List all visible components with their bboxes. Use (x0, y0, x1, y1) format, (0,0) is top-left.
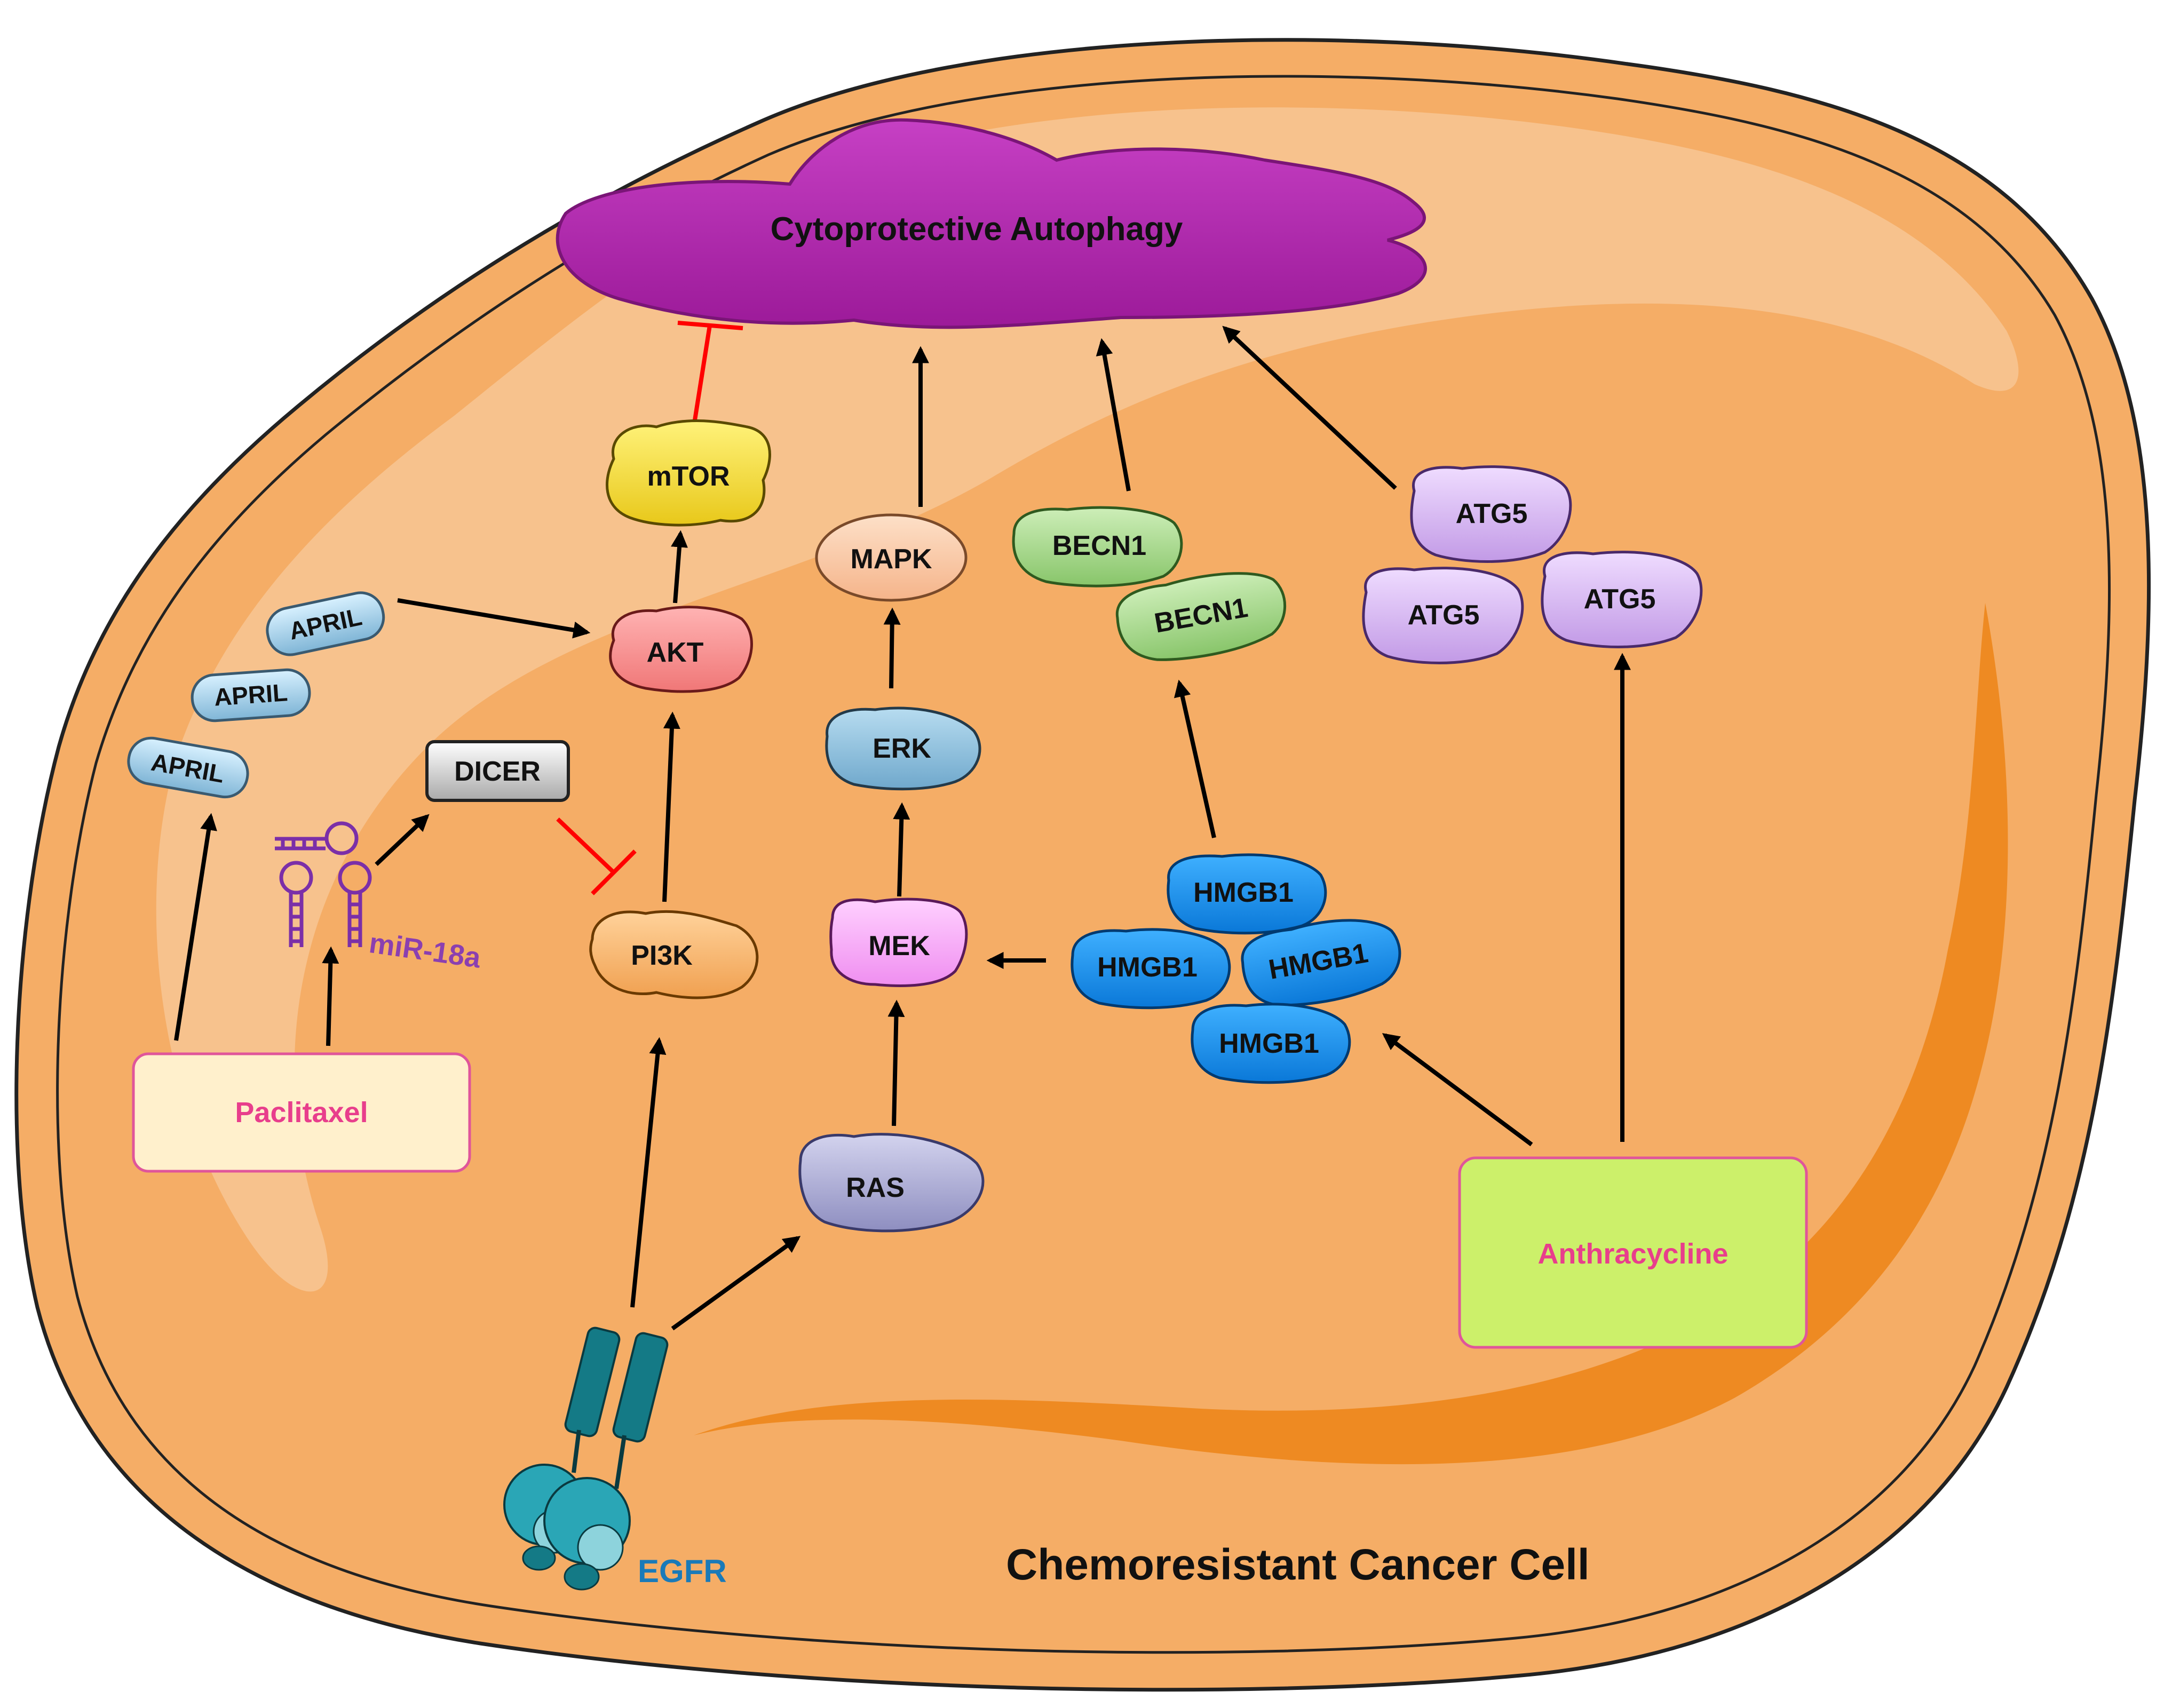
becn1-label: BECN1 (1052, 530, 1146, 561)
node-mtor: mTOR (606, 419, 771, 527)
arrow-becn1-autophagy (1096, 338, 1131, 491)
arrow-mirna-dicer (375, 814, 430, 866)
hairpin-2 (279, 861, 313, 947)
april-label: APRIL (213, 678, 288, 711)
hmgb1-label: HMGB1 (1193, 877, 1294, 908)
paclitaxel-rect (132, 1052, 471, 1173)
pi3k-label: PI3K (631, 940, 693, 971)
node-becn1-2: BECN1 (1115, 572, 1287, 661)
erk-label: ERK (873, 733, 931, 764)
atg5-label: ATG5 (1408, 600, 1480, 631)
autophagy-node: Cytoprotective Autophagy (556, 118, 1427, 329)
arrow-april-akt (397, 598, 591, 639)
hmgb1-label: HMGB1 (1219, 1028, 1319, 1059)
arrow-atg5-autophagy (1222, 325, 1397, 490)
arrow-ras-mek (887, 999, 905, 1126)
node-hmgb1-4: HMGB1 (1191, 1003, 1351, 1084)
arrow-egfr-ras (671, 1236, 801, 1331)
arrow-mek-erk (893, 802, 910, 897)
node-hmgb1-2: HMGB1 (1071, 928, 1231, 1010)
mapk-label: MAPK (850, 544, 932, 575)
arrow-paclitaxel-mirna (322, 946, 339, 1046)
akt-shape (609, 606, 753, 693)
inhibitions (556, 321, 743, 895)
node-hmgb1-3: HMGB1 (1241, 919, 1401, 1007)
node-dicer: DICER (425, 740, 570, 802)
becn1-shape (1012, 506, 1183, 587)
node-mek: MEK (829, 897, 968, 987)
cell-title: Chemoresistant Cancer Cell (1006, 1540, 1590, 1589)
ras-label: RAS (846, 1172, 905, 1203)
egfr-receptor-icon (503, 1326, 669, 1591)
hmgb1-shape (1071, 928, 1231, 1010)
mapk-shape (815, 513, 968, 602)
node-mapk: MAPK (815, 513, 968, 602)
node-ras: RAS (798, 1133, 985, 1233)
arrow-paclitaxel-april (174, 813, 217, 1041)
atg5-label: ATG5 (1456, 498, 1528, 529)
node-becn1-1: BECN1 (1012, 506, 1183, 587)
arrow-egfr-pi3k (630, 1037, 667, 1308)
arrow-akt-mtor (671, 530, 688, 603)
atg5-shape (1410, 465, 1572, 563)
anthracycline-rect (1458, 1156, 1808, 1349)
cell-highlight (156, 107, 2019, 1292)
node-april-1: APRIL (266, 591, 385, 656)
dicer-label: DICER (454, 756, 541, 787)
anthracycline-box: Anthracycline (1458, 1156, 1808, 1349)
node-hmgb1-1: HMGB1 (1167, 853, 1327, 935)
node-akt: AKT (609, 606, 753, 693)
hairpin-3 (338, 861, 372, 947)
atg5-shape (1362, 567, 1524, 664)
inhibit-dicer-pi3k (556, 817, 615, 874)
node-april-2: APRIL (191, 668, 311, 722)
paclitaxel-box: Paclitaxel (132, 1052, 471, 1173)
mtor-shape (606, 419, 771, 527)
mirna-icon (275, 821, 372, 947)
atg5-label: ATG5 (1584, 584, 1656, 615)
autophagy-shape (556, 118, 1427, 329)
mek-label: MEK (868, 931, 930, 962)
anthracycline-label: Anthracycline (1537, 1238, 1728, 1270)
pi3k-shape (589, 910, 759, 999)
hmgb1-label: HMGB1 (1097, 952, 1198, 983)
arrow-hmgb1-becn1 (1174, 679, 1216, 838)
paclitaxel-label: Paclitaxel (235, 1097, 368, 1129)
node-atg5-2: ATG5 (1362, 567, 1524, 664)
april-shape (127, 736, 249, 799)
inhibit-mtor-autophagy-bar (677, 321, 743, 330)
node-pi3k: PI3K (589, 910, 759, 999)
april-shape (266, 591, 385, 656)
hmgb1-shape (1167, 853, 1327, 935)
inhibit-dicer-pi3k-bar (591, 849, 637, 895)
edges (174, 325, 1631, 1331)
dicer-box (425, 740, 570, 802)
arrow-pi3k-akt (662, 711, 680, 902)
autophagy-label: Cytoprotective Autophagy (771, 211, 1183, 248)
erk-shape (825, 706, 981, 791)
node-april-3: APRIL (127, 736, 249, 799)
inhibit-mtor-autophagy (692, 325, 712, 427)
april-shape (191, 668, 311, 722)
mek-shape (829, 897, 968, 987)
arrow-erk-mapk (883, 607, 901, 689)
egfr-label: EGFR (638, 1553, 727, 1589)
hmgb1-shape (1191, 1003, 1351, 1084)
atg5-shape (1541, 551, 1703, 648)
node-atg5-1: ATG5 (1410, 465, 1572, 563)
mtor-label: mTOR (647, 461, 730, 492)
becn1-shape (1115, 572, 1287, 661)
node-erk: ERK (825, 706, 981, 791)
node-atg5-3: ATG5 (1541, 551, 1703, 648)
hairpin-1 (275, 821, 359, 855)
ras-shape (798, 1133, 985, 1233)
akt-label: AKT (647, 637, 704, 668)
egfr-chain-2 (543, 1332, 669, 1591)
arrow-anthracycline-hmgb1 (1382, 1033, 1533, 1147)
